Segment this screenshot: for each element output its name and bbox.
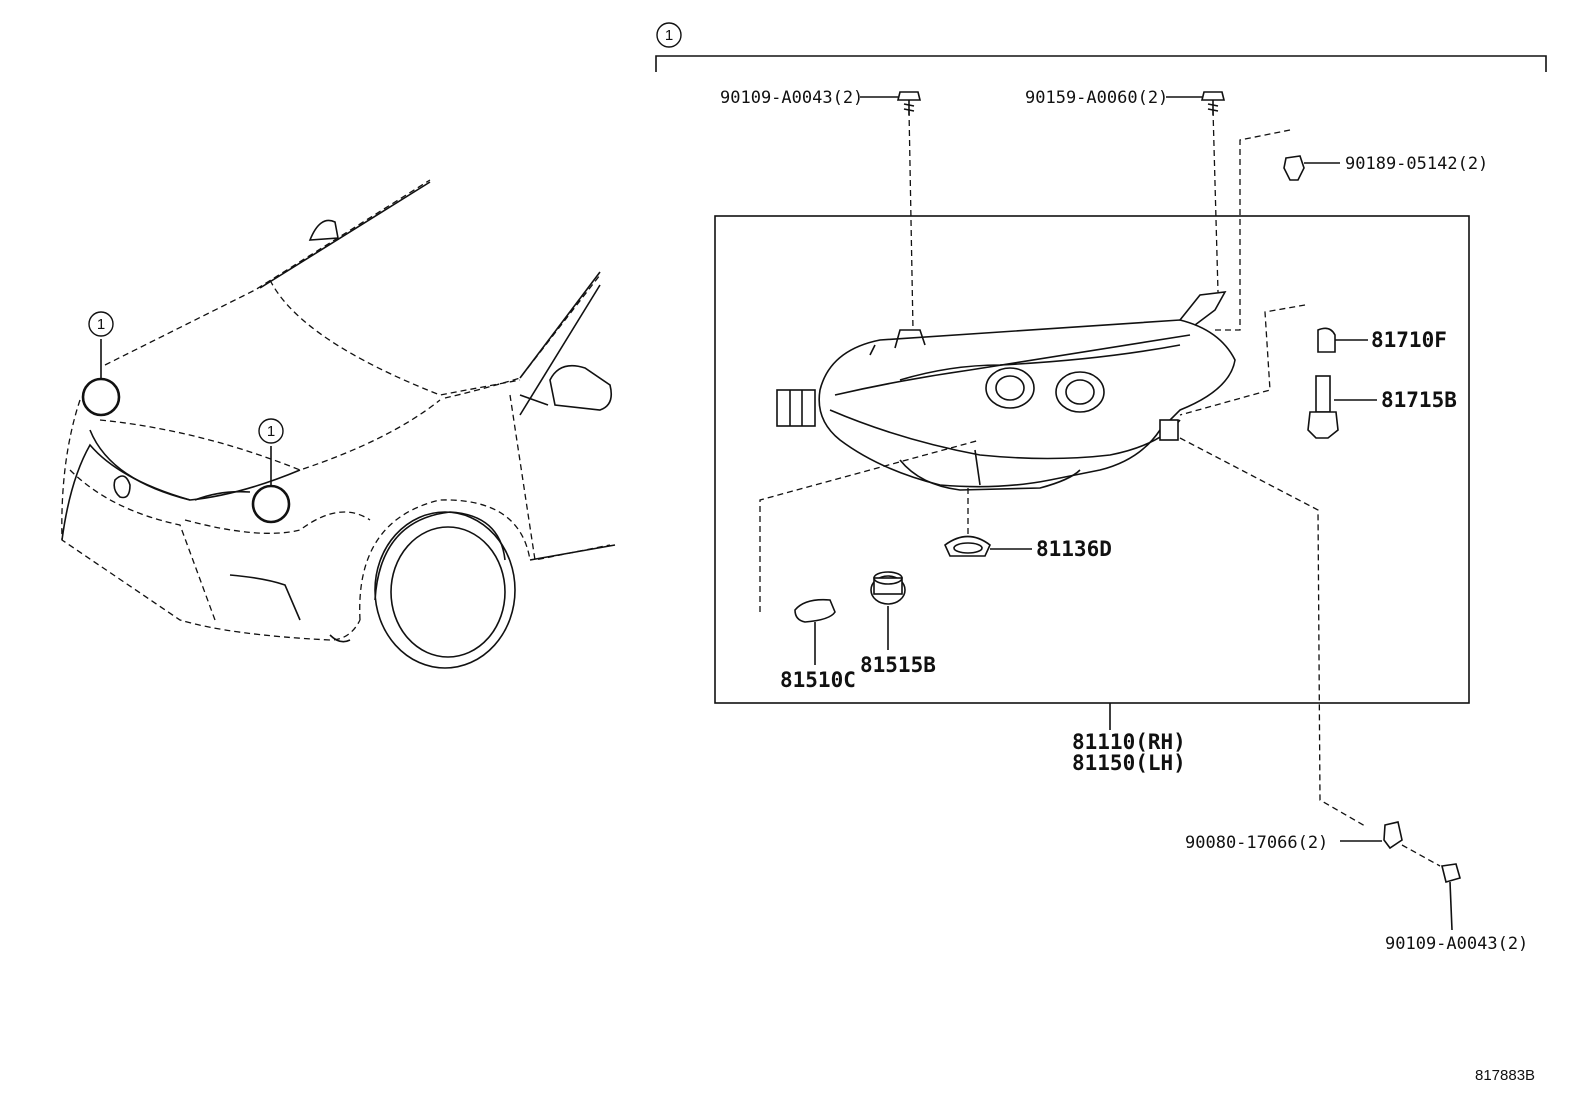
headlamp-location-left-marker [81, 377, 121, 417]
label-clip-top-right: 90189-05142(2) [1345, 154, 1488, 174]
label-screw-top-left: 90109-A0043(2) [720, 88, 863, 108]
screw-top-mid-icon [1200, 91, 1226, 115]
headlamp-location-right-marker [251, 484, 291, 524]
label-screw-bottom: 90109-A0043(2) [1385, 934, 1528, 954]
cap-81136d-icon [944, 535, 991, 557]
dashed-leaders [759, 109, 1366, 827]
callout-car-right: 1 [258, 418, 284, 444]
svg-text:1: 1 [665, 27, 673, 44]
label-screw-top-mid: 90159-A0060(2) [1025, 88, 1168, 108]
nut-90080-icon [1383, 821, 1403, 850]
assembly-bracket: 1 [655, 22, 1547, 72]
label-bulb-81510c: 81510C [780, 668, 856, 692]
label-nut-90080: 90080-17066(2) [1185, 833, 1328, 853]
socket-81515b-icon [870, 571, 906, 605]
label-socket-81515b: 81515B [860, 653, 936, 677]
socket-81715b-icon [1307, 375, 1339, 439]
label-bulb-81710f: 81710F [1371, 328, 1447, 352]
car-front-illustration [61, 179, 616, 669]
headlamp-assembly-box [714, 215, 1470, 704]
label-cap-81136d: 81136D [1036, 537, 1112, 561]
bulb-81710f-icon [1317, 327, 1336, 353]
clip-top-right-icon [1283, 155, 1305, 181]
svg-text:1: 1 [267, 423, 275, 440]
label-headlamp-lh: 81150(LH) [1072, 751, 1186, 775]
label-headlamp-rh: 81110(RH) [1072, 730, 1186, 754]
label-socket-81715b: 81715B [1381, 388, 1457, 412]
diagram-id: 817883B [1475, 1067, 1535, 1084]
screw-top-left-icon [896, 91, 922, 115]
screw-bottom-icon [1441, 863, 1461, 931]
bulb-81510c-icon [794, 598, 836, 623]
callout-car-left: 1 [88, 311, 114, 337]
svg-text:1: 1 [97, 316, 105, 333]
headlamp-unit [776, 291, 1236, 491]
